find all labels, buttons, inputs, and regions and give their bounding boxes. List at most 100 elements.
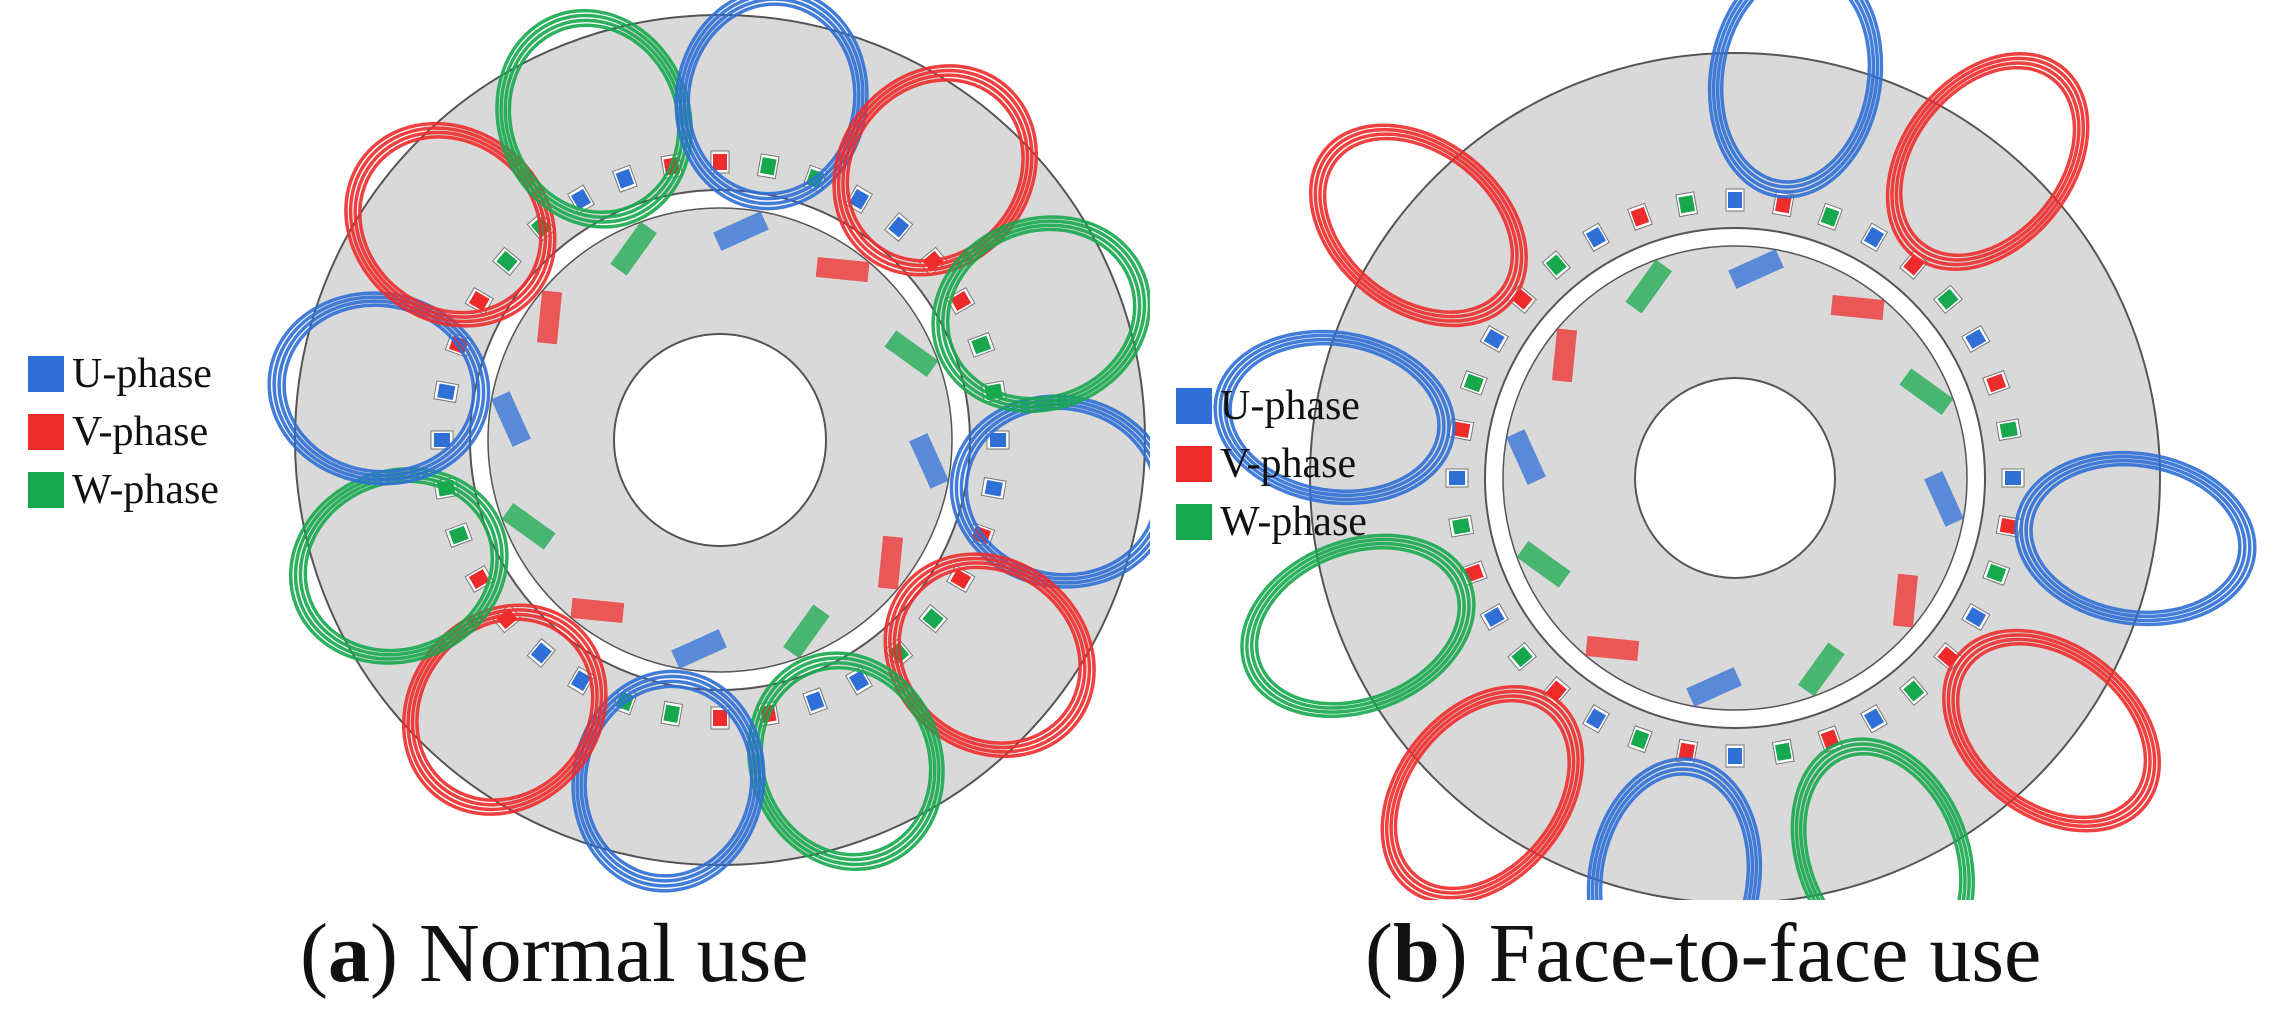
v-phase-swatch: [28, 414, 64, 450]
caption-letter: b: [1392, 907, 1440, 1000]
v-phase-conductor: [1678, 742, 1696, 761]
u-phase-conductor: [1585, 226, 1607, 248]
v-phase-coil: [1308, 123, 1528, 328]
u-phase-coil: [1218, 333, 1451, 502]
u-phase-coil: [1594, 767, 1755, 900]
v-phase-coil: [410, 612, 599, 807]
rotor-magnet: [501, 503, 556, 550]
caption-open: (: [300, 907, 328, 1000]
u-phase-conductor: [1863, 708, 1885, 730]
v-phase-coil: [1885, 51, 2090, 271]
w-phase-conductor: [1511, 646, 1533, 668]
w-phase-coil: [755, 661, 937, 862]
rotor-magnet: [1728, 249, 1784, 289]
caption-text: Normal use: [397, 907, 809, 1000]
u-phase-coil: [2029, 462, 2242, 615]
w-phase-coil: [1790, 737, 1976, 900]
v-phase-coil: [1942, 628, 2162, 833]
u-phase-conductor: [984, 479, 1003, 497]
u-phase-conductor: [615, 168, 635, 189]
rotor-magnet: [1899, 368, 1954, 415]
u-phase-coil: [1711, 0, 1880, 194]
v-phase-conductor: [468, 290, 490, 312]
w-phase-conductor: [1999, 421, 2018, 439]
w-phase-conductor: [1678, 195, 1696, 214]
v-phase-conductor: [713, 154, 727, 170]
v-phase-conductor: [1774, 195, 1792, 214]
u-phase-coil: [2024, 458, 2247, 619]
rotor-magnet: [1686, 667, 1742, 707]
shaft-hole: [613, 333, 827, 547]
w-phase-conductor: [1903, 680, 1925, 702]
rotor-magnet: [783, 604, 830, 659]
w-phase-coil: [507, 23, 681, 215]
legend-item-w-phase: W-phase: [1176, 493, 1367, 551]
u-phase-conductor: [888, 216, 910, 238]
caption-open: (: [1365, 907, 1393, 1000]
caption-close: ): [369, 907, 398, 1000]
v-phase-coil: [1894, 61, 2081, 262]
rotor-magnet: [1551, 328, 1578, 383]
rotor-magnet: [671, 629, 727, 669]
w-phase-conductor: [663, 704, 681, 723]
rotor-magnet: [1830, 294, 1885, 321]
legend-label: W-phase: [72, 467, 219, 513]
caption-text: Face-to-face use: [1467, 907, 2042, 1000]
u-phase-conductor: [1483, 328, 1505, 350]
rotor-magnet: [884, 330, 939, 377]
v-phase-conductor: [1630, 206, 1650, 227]
u-phase-coil: [579, 679, 758, 883]
w-phase-coil: [931, 215, 1150, 413]
legend-item-v-phase: V-phase: [28, 403, 219, 461]
w-phase-coil: [303, 479, 495, 653]
w-phase-conductor: [922, 608, 944, 630]
v-phase-coil: [845, 78, 1025, 263]
rotor-magnet: [536, 290, 563, 345]
u-phase-coil: [2019, 454, 2252, 623]
u-phase-conductor: [437, 383, 456, 401]
u-phase-conductor: [1965, 328, 1987, 350]
u-phase-conductor: [570, 188, 592, 210]
u-phase-conductor: [1728, 192, 1742, 208]
caption-face-to-face-use: (b) Face-to-face use: [1365, 912, 2041, 996]
u-phase-conductor: [2005, 471, 2021, 485]
v-phase-coil: [1389, 694, 1576, 895]
w-phase-conductor: [1937, 288, 1959, 310]
u-phase-coil: [277, 299, 481, 478]
panel-face-to-face-use: U-phase V-phase W-phase (b) Face-to-face…: [1150, 0, 2295, 1022]
legend-label: V-phase: [1220, 441, 1357, 487]
v-phase-coil: [892, 561, 1087, 750]
w-phase-conductor: [759, 157, 777, 176]
u-phase-coil: [583, 684, 754, 878]
rotor-magnet: [610, 221, 657, 276]
rotor-magnet: [1506, 429, 1546, 485]
u-phase-coil: [1228, 341, 1441, 494]
u-phase-coil: [964, 406, 1150, 577]
u-phase-coil: [959, 402, 1150, 581]
panel-normal-use: U-phase V-phase W-phase (a) Normal use: [28, 0, 1150, 1000]
u-phase-coil: [682, 0, 861, 201]
caption-close: ): [1439, 907, 1468, 1000]
v-phase-coil: [841, 73, 1030, 268]
legend-item-u-phase: U-phase: [28, 345, 219, 403]
v-phase-conductor: [950, 290, 972, 312]
rotor-magnet: [1798, 642, 1845, 697]
u-phase-coil: [1223, 337, 1446, 498]
shaft-hole: [1634, 377, 1836, 579]
v-phase-conductor: [468, 568, 490, 590]
u-phase-conductor: [805, 691, 825, 712]
legend-item-w-phase: W-phase: [28, 461, 219, 519]
u-phase-conductor: [1863, 226, 1885, 248]
v-phase-coil: [1946, 633, 2157, 829]
v-phase-coil: [1890, 56, 2086, 267]
u-phase-coil: [2014, 450, 2257, 627]
w-phase-coil: [298, 475, 499, 657]
u-phase-conductor: [1965, 606, 1987, 628]
u-phase-coil: [1707, 0, 1884, 199]
v-phase-coil: [1380, 685, 1585, 900]
v-phase-coil: [358, 135, 543, 315]
u-phase-conductor: [1483, 606, 1505, 628]
legend-label: W-phase: [1220, 499, 1367, 545]
w-phase-conductor: [1463, 373, 1484, 393]
rotor-magnet: [1625, 259, 1672, 314]
